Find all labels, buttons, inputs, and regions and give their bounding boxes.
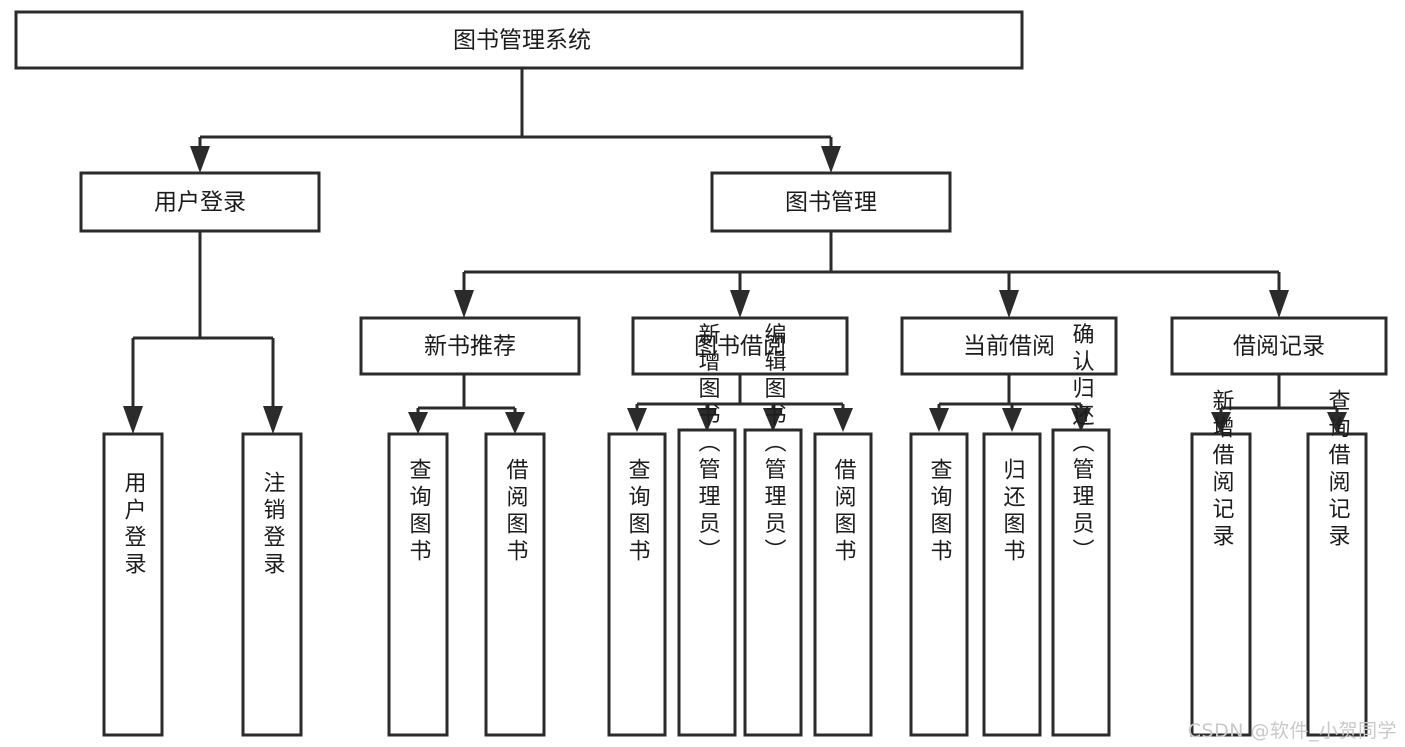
leaf-edit-book-label: 编辑图书（管理员）: [761, 323, 787, 566]
leaf-query-book-rec-box[interactable]: [387, 432, 449, 737]
node-current-borrow-label: 当前借阅: [963, 334, 1055, 360]
arrow-head-leaf-return-book: [1002, 408, 1022, 432]
node-current-borrow-box[interactable]: [900, 316, 1118, 376]
leaf-query-book-box[interactable]: [607, 432, 667, 737]
node-user-login-box[interactable]: [79, 171, 321, 233]
node-book-manage[interactable]: 图书管理: [710, 171, 952, 233]
arrow-head-leaf-add-record: [1211, 412, 1231, 434]
arrow-head-leaf-edit-book: [763, 408, 783, 432]
leaf-add-book-label: 新增图书（管理员）: [695, 323, 721, 566]
node-current-borrow[interactable]: 当前借阅: [900, 316, 1118, 376]
arrow-head-borrow-record: [1269, 290, 1289, 318]
arrow-head-leaf-add-book: [697, 408, 717, 432]
leaf-add-record-box[interactable]: [1190, 432, 1252, 737]
arrow-head-book-borrow: [730, 290, 750, 318]
leaf-edit-book[interactable]: 编辑图书（管理员）: [743, 323, 803, 737]
leaf-add-book-box[interactable]: [677, 428, 737, 737]
arrow-head-leaf-borrow-book-rec: [505, 412, 525, 434]
arrow-head-leaf-logout: [263, 406, 283, 434]
leaf-add-record-label: 新增借阅记录: [1209, 389, 1235, 551]
leaf-query-book-cur-box[interactable]: [909, 432, 969, 737]
leaf-edit-book-box[interactable]: [743, 428, 803, 737]
arrow-head-leaf-query-book-rec: [408, 412, 428, 434]
leaf-borrow-book-rec[interactable]: 借阅图书: [484, 432, 546, 737]
arrow-head-new-book-rec: [454, 290, 474, 318]
leaf-query-record-label: 查询借阅记录: [1325, 389, 1351, 551]
leaf-add-book[interactable]: 新增图书（管理员）: [677, 323, 737, 737]
leaf-return-book-label: 归还图书: [1000, 458, 1026, 566]
node-book-manage-label: 图书管理: [785, 190, 877, 216]
node-new-book-rec-box[interactable]: [359, 316, 581, 376]
arrow-head-user-login: [190, 146, 210, 173]
node-borrow-record-box[interactable]: [1170, 316, 1388, 376]
arrow-head-leaf-query-book-cur: [929, 408, 949, 432]
node-user-login[interactable]: 用户登录: [79, 171, 321, 233]
arrow-head-leaf-user-login: [123, 406, 143, 434]
leaf-borrow-book[interactable]: 借阅图书: [813, 432, 873, 737]
leaf-add-record[interactable]: 新增借阅记录: [1190, 389, 1252, 737]
arrow-head-leaf-borrow-book: [833, 408, 853, 432]
node-root-box[interactable]: [14, 10, 1024, 70]
arrow-head-leaf-query-record: [1327, 412, 1347, 434]
leaf-logout-box[interactable]: [241, 432, 303, 737]
node-new-book-rec-label: 新书推荐: [424, 334, 516, 360]
leaf-borrow-book-label: 借阅图书: [831, 458, 857, 566]
node-book-borrow-label: 图书借阅: [694, 334, 786, 360]
node-borrow-record-label: 借阅记录: [1233, 334, 1325, 360]
connector-layer: [123, 68, 1347, 434]
node-new-book-rec[interactable]: 新书推荐: [359, 316, 581, 376]
leaf-user-login-box[interactable]: [102, 432, 164, 737]
node-borrow-record[interactable]: 借阅记录: [1170, 316, 1388, 376]
leaf-user-login[interactable]: 用户登录: [102, 432, 164, 737]
arrow-head-leaf-confirm-return: [1071, 408, 1091, 432]
leaf-confirm-return[interactable]: 确认归还（管理员）: [1051, 323, 1111, 737]
arrow-head-current-borrow: [999, 290, 1019, 318]
node-root-label: 图书管理系统: [453, 28, 591, 54]
node-book-borrow[interactable]: 图书借阅: [631, 316, 849, 376]
leaf-query-book-rec[interactable]: 查询图书: [387, 432, 449, 737]
leaf-return-book-box[interactable]: [982, 432, 1042, 737]
node-book-borrow-box[interactable]: [631, 316, 849, 376]
leaf-query-record[interactable]: 查询借阅记录: [1306, 389, 1368, 737]
leaf-query-book-label: 查询图书: [625, 458, 651, 566]
leaf-borrow-book-box[interactable]: [813, 432, 873, 737]
node-root[interactable]: 图书管理系统: [14, 10, 1024, 70]
leaf-return-book[interactable]: 归还图书: [982, 432, 1042, 737]
leaf-query-book-cur[interactable]: 查询图书: [909, 432, 969, 737]
leaf-logout-label: 注销登录: [260, 471, 286, 579]
leaf-query-record-box[interactable]: [1306, 432, 1368, 737]
node-book-manage-box[interactable]: [710, 171, 952, 233]
leaf-borrow-book-rec-label: 借阅图书: [503, 458, 529, 566]
leaf-confirm-return-box[interactable]: [1051, 428, 1111, 737]
leaf-user-login-label: 用户登录: [121, 471, 147, 579]
leaf-query-book[interactable]: 查询图书: [607, 432, 667, 737]
arrow-head-leaf-query-book: [627, 408, 647, 432]
node-user-login-label: 用户登录: [154, 190, 246, 216]
leaf-borrow-book-rec-box[interactable]: [484, 432, 546, 737]
arrow-head-book-manage: [821, 146, 841, 173]
leaf-query-book-cur-label: 查询图书: [927, 458, 953, 566]
leaf-logout[interactable]: 注销登录: [241, 432, 303, 737]
leaf-confirm-return-label: 确认归还（管理员）: [1069, 323, 1095, 566]
csdn-watermark: CSDN @软件_小贺同学: [1187, 720, 1397, 742]
leaf-query-book-rec-label: 查询图书: [406, 458, 432, 566]
